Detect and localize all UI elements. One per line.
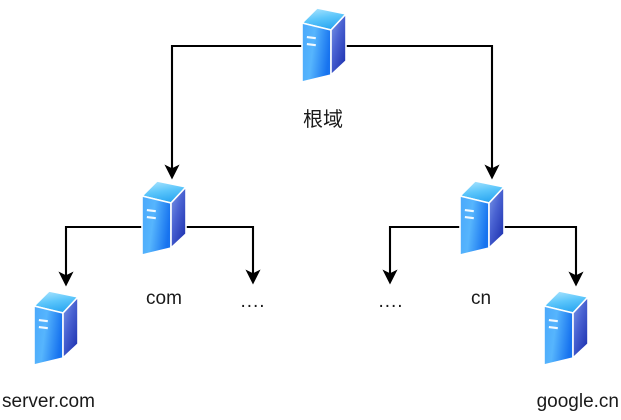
- edge-com-to-server-com: [58, 225, 163, 287]
- edge-cn-to-more: [382, 225, 481, 285]
- node-server-com[interactable]: [33, 288, 79, 366]
- node-cn-label: cn: [470, 288, 492, 309]
- edge-root-to-com: [164, 44, 323, 180]
- node-root[interactable]: [301, 5, 347, 83]
- server-icon: [459, 180, 505, 256]
- server-icon: [301, 7, 347, 83]
- node-google-cn[interactable]: [543, 288, 589, 366]
- node-com-more-label: ....: [240, 291, 266, 312]
- edge-cn-to-google-cn: [481, 225, 584, 287]
- node-server-com-label: server.com: [2, 391, 95, 412]
- server-icon: [33, 290, 79, 366]
- server-icon: [543, 290, 589, 366]
- node-cn-more-label: ....: [378, 291, 404, 312]
- node-cn[interactable]: [459, 178, 505, 256]
- node-root-label: 根域: [303, 107, 343, 131]
- node-com[interactable]: [141, 178, 187, 256]
- node-google-cn-label: google.cn: [536, 391, 619, 412]
- edge-com-to-more: [163, 225, 261, 285]
- edge-root-to-cn: [323, 44, 500, 180]
- node-com-label: com: [146, 288, 182, 309]
- server-icon: [141, 180, 187, 256]
